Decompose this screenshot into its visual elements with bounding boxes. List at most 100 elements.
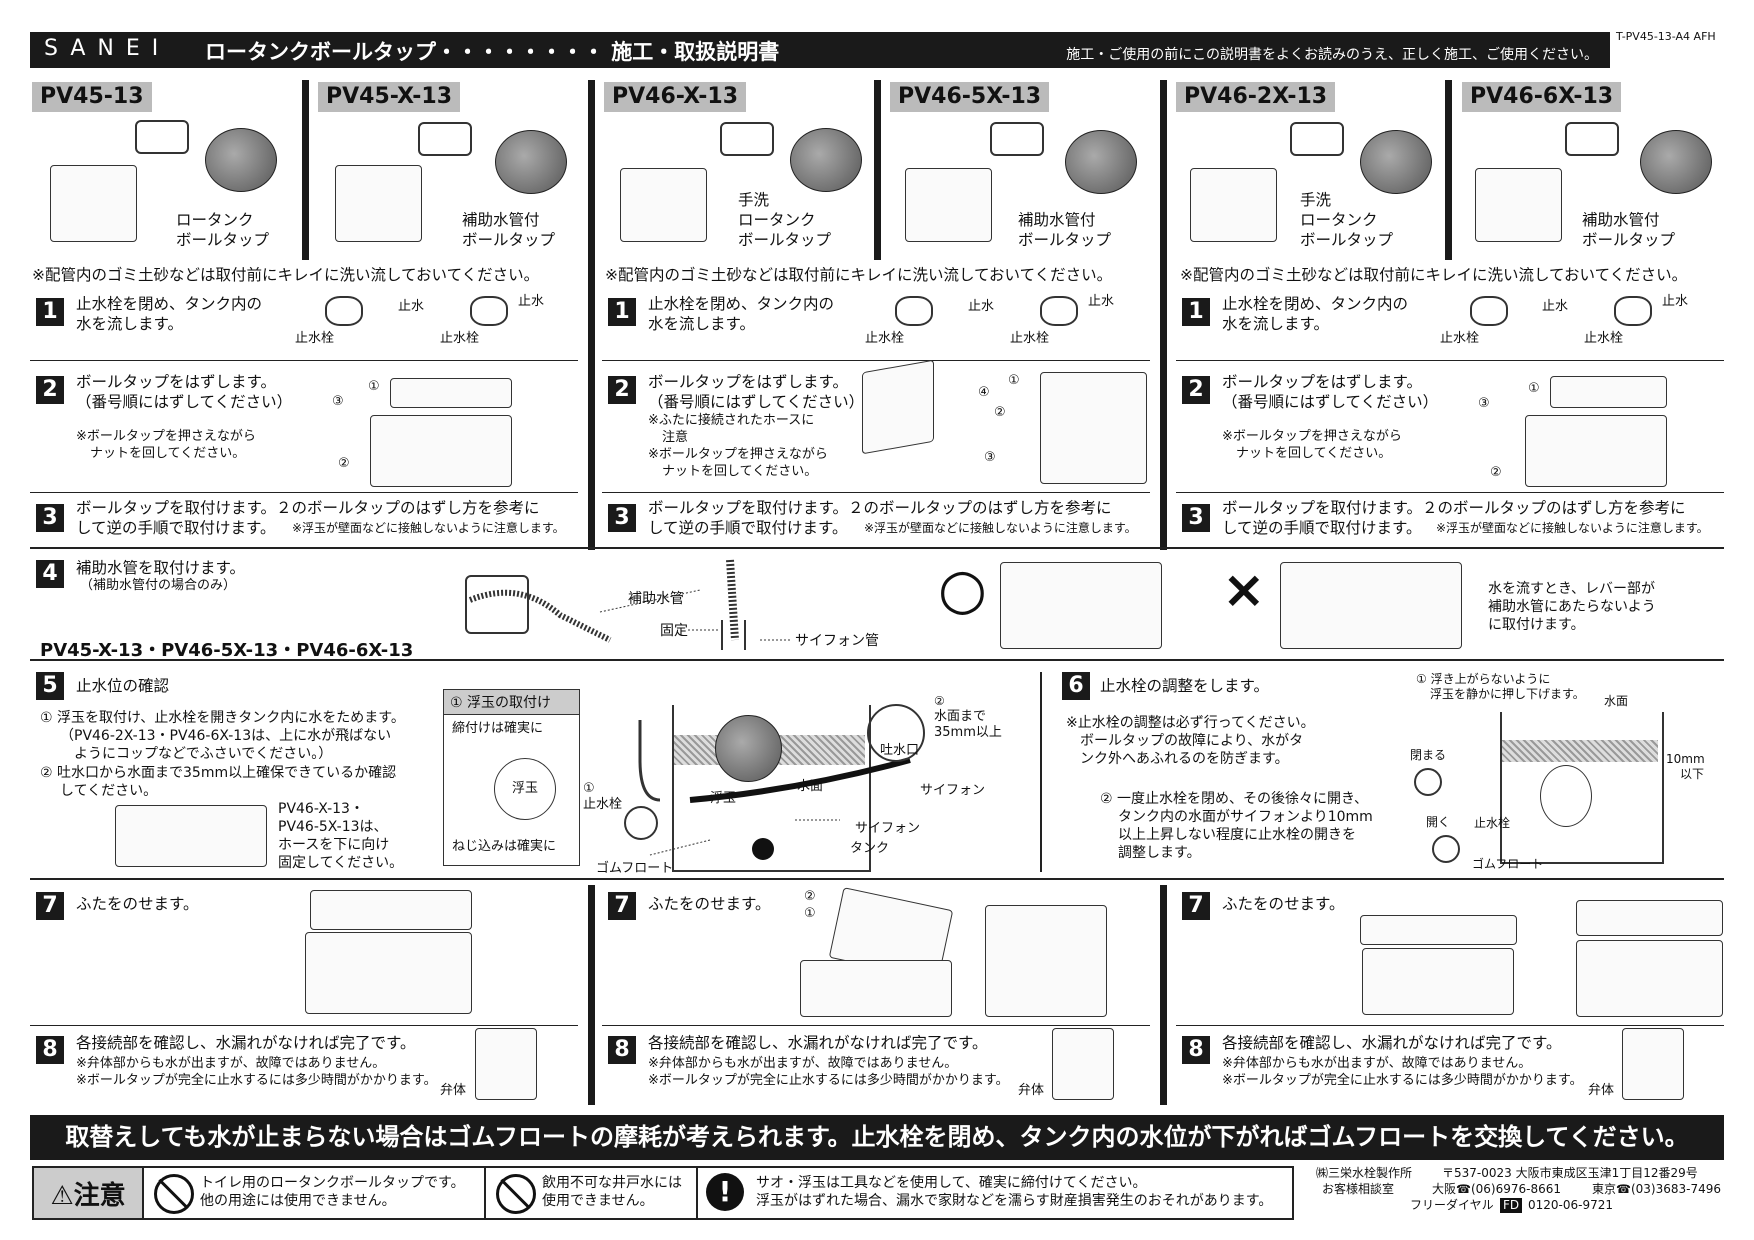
step8-note: ※ボールタップが完全に止水するには多少時間がかかります。 xyxy=(648,1073,1009,1088)
tank-illustration xyxy=(50,165,137,242)
model-name: PV45-X-13 xyxy=(318,82,461,112)
model-desc: ボールタップ xyxy=(1300,231,1394,249)
step1-text: 水を流します。 xyxy=(76,315,183,333)
tank-lid-illustration xyxy=(390,378,512,408)
valve-icon xyxy=(990,122,1044,156)
step-number: 1 xyxy=(36,298,64,326)
callout: ① xyxy=(583,781,595,796)
divider xyxy=(1160,80,1167,550)
caution-item-2: 飲用不可な井戸水には 使用できません。 xyxy=(486,1168,698,1218)
divider xyxy=(874,80,881,260)
callout: ③ xyxy=(984,450,996,465)
step8-title: 各接続部を確認し、水漏れがなければ完了です。 xyxy=(1222,1034,1562,1052)
step2-note: ※ボールタップを押さえながら xyxy=(1222,429,1402,444)
step2-text: ボールタップをはずします。 xyxy=(648,373,848,391)
prohibited-icon xyxy=(496,1174,536,1214)
valve-illustration xyxy=(1052,1028,1114,1100)
label: 止水栓 xyxy=(865,331,905,346)
step2-text: ボールタップをはずします。 xyxy=(1222,373,1422,391)
brand-logo: SANEI xyxy=(44,36,171,61)
tank-illustration xyxy=(620,168,707,242)
valve-handle-icon xyxy=(1470,296,1508,326)
float-ball-outline xyxy=(494,758,556,820)
rubber-float-icon xyxy=(752,838,774,860)
caution-box: ⚠注意 トイレ用のロータンクボールタップです。 他の用途には使用できません。 飲… xyxy=(32,1166,1294,1220)
callout: ① xyxy=(368,379,380,394)
tank-ok-illustration xyxy=(1000,562,1162,649)
step4-note: 補助水管にあたらないよう xyxy=(1488,599,1656,615)
divider xyxy=(1176,360,1724,361)
tank-illustration xyxy=(370,415,512,487)
label: 止水栓 xyxy=(440,331,480,346)
model-desc: ロータンク xyxy=(1300,211,1378,229)
company-dept: お客様相談室 xyxy=(1322,1182,1395,1196)
ng-mark-icon: × xyxy=(1222,560,1266,620)
caution-text: 他の用途には使用できません。 xyxy=(200,1193,396,1209)
tank-illustration xyxy=(905,168,992,242)
float-ball-icon xyxy=(790,128,862,192)
tank-illustration xyxy=(1040,372,1147,484)
label: 止水 xyxy=(398,299,425,314)
step-number: 6 xyxy=(1062,672,1090,700)
tank-illustration xyxy=(305,932,472,1014)
label: 以下 xyxy=(1680,767,1705,781)
step2-note: ナットを回してください。 xyxy=(90,446,246,461)
divider xyxy=(30,1025,578,1026)
step-number: 7 xyxy=(1182,892,1210,920)
label: ゴムフロート xyxy=(1472,857,1544,871)
step4-note: 水を流すとき、レバー部が xyxy=(1488,581,1656,597)
step-number: 5 xyxy=(36,672,64,700)
step8-note: ※ボールタップが完全に止水するには多少時間がかかります。 xyxy=(76,1073,437,1088)
label: 止水 xyxy=(1542,299,1569,314)
caution-text: 使用できません。 xyxy=(542,1193,654,1209)
label: サイフォン xyxy=(855,821,921,836)
label: ゴムフロート xyxy=(596,861,674,876)
step7-title: ふたをのせます。 xyxy=(1222,895,1345,913)
box-text: 浮玉 xyxy=(512,781,539,796)
divider xyxy=(1040,672,1042,872)
model-name: PV46-2X-13 xyxy=(1176,82,1336,112)
label: 補助水管 xyxy=(628,591,684,607)
step2-note: ※ふたに接続されたホースに xyxy=(648,413,815,428)
step2-text: （番号順にはずしてください） xyxy=(648,393,865,411)
lid-basin-illustration xyxy=(862,359,934,455)
step4-sub: （補助水管付の場合のみ） xyxy=(80,578,237,593)
valve-icon xyxy=(1290,122,1344,156)
step6-text: タンク内の水面がサイフォンより10mm xyxy=(1118,809,1373,825)
hose-note: PV46-5X-13は、 xyxy=(278,819,388,835)
tank-lid-illustration xyxy=(310,890,472,930)
step6-text: ボールタップの故障により、水がタ xyxy=(1080,733,1304,749)
caution-item-3: ! サオ・浮玉は工具などを使用して、確実に締付けてください。 浮玉がはずれた場合… xyxy=(698,1168,1292,1218)
divider xyxy=(30,492,578,493)
label: 止水 xyxy=(518,294,545,309)
step3-text: ボールタップを取付けます。２のボールタップのはずし方を参考に xyxy=(1222,499,1686,517)
step1-text: 止水栓を閉め、タンク内の xyxy=(648,295,835,313)
divider xyxy=(30,547,1724,549)
caution-text: サオ・浮玉は工具などを使用して、確実に締付けてください。 xyxy=(756,1175,1147,1191)
model-desc: ボールタップ xyxy=(738,231,832,249)
divider xyxy=(1176,492,1724,493)
model-desc: 手洗 xyxy=(738,191,770,209)
step5-text: してください。 xyxy=(60,783,158,799)
step8-note: ※ボールタップが完全に止水するには多少時間がかかります。 xyxy=(1222,1073,1583,1088)
stop-valve-icon xyxy=(624,806,658,840)
step-number: 4 xyxy=(36,560,64,588)
step2-note: ナットを回してください。 xyxy=(662,464,818,479)
step-number: 8 xyxy=(1182,1036,1210,1064)
float-ball-outline xyxy=(1540,765,1592,827)
box-text: ねじ込みは確実に xyxy=(452,839,557,854)
cleaning-note: ※配管内のゴミ土砂などは取付前にキレイに洗い流しておいてください。 xyxy=(1180,266,1688,284)
company-name: ㈱三栄水栓製作所 xyxy=(1316,1166,1413,1180)
model-desc: ボールタップ xyxy=(1018,231,1112,249)
callout: ③ xyxy=(1478,396,1490,411)
label: 10mm xyxy=(1666,752,1705,766)
step7-title: ふたをのせます。 xyxy=(76,895,199,913)
step8-note: ※弁体部からも水が出ますが、故障ではありません。 xyxy=(1222,1056,1532,1071)
header-bar: SANEI ロータンクボールタップ・・・・・・・・ 施工・取扱説明書 施工・ご使… xyxy=(30,32,1610,68)
divider xyxy=(30,659,1724,661)
callout: ② xyxy=(994,405,1006,420)
step-number: 8 xyxy=(608,1036,636,1064)
valve-handle-icon xyxy=(895,296,933,326)
exclamation-icon: ! xyxy=(706,1173,744,1211)
tank-ng-illustration xyxy=(1280,562,1462,649)
